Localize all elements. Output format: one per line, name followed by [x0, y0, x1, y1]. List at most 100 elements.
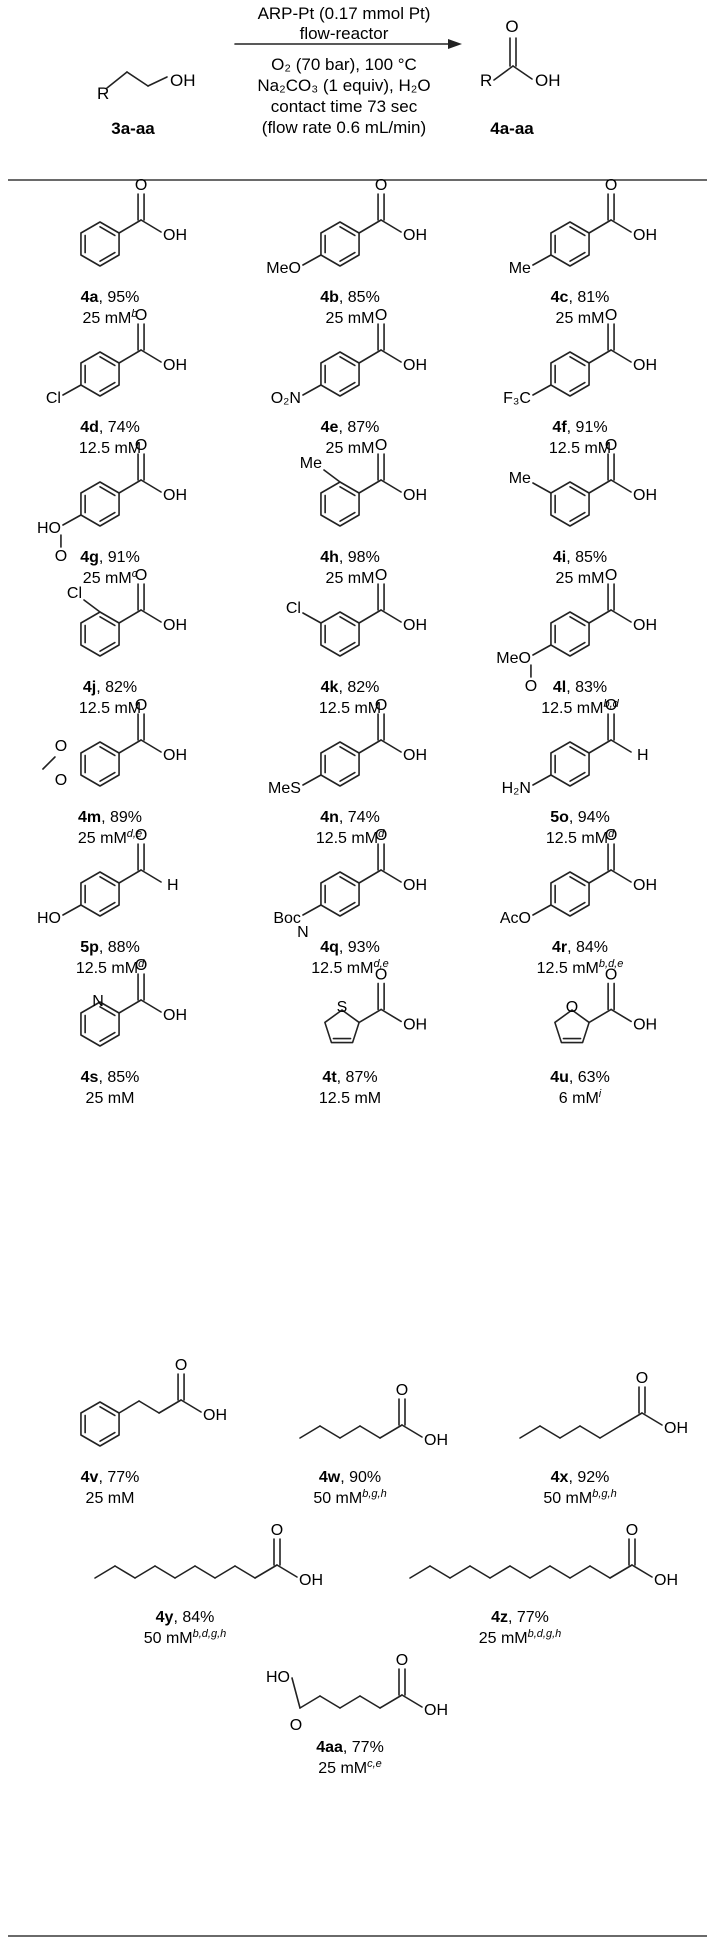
carbonyl-bond	[588, 349, 612, 364]
oxygen-label: O	[605, 827, 617, 844]
substituent-bond	[532, 384, 552, 396]
compound-id: 4b	[320, 289, 339, 306]
benzene-ring	[80, 1401, 120, 1447]
compound-yield: 88%	[108, 939, 140, 956]
hydroxyl-bond	[380, 609, 402, 623]
compound-yield: 85%	[107, 1069, 139, 1086]
oxygen-label: O	[135, 697, 147, 714]
benzene-ring	[80, 741, 120, 787]
hydroxyl-label: HO	[266, 1669, 290, 1686]
compound-yield: 82%	[105, 679, 137, 696]
compound-id: 4k	[321, 679, 339, 696]
hydrogen-label: H	[637, 747, 649, 764]
compound-concentration: 50 mM	[313, 1490, 362, 1507]
chain-bond	[234, 1565, 256, 1579]
substituent-label: F₃C	[503, 390, 531, 407]
compound-yield: 77%	[107, 1469, 139, 1486]
chain-bond	[154, 1565, 176, 1579]
substituent-bond	[62, 514, 82, 526]
chain-bond	[339, 1425, 361, 1439]
hydroxyl-label: OH	[299, 1572, 323, 1589]
hydroxyl-bond	[610, 739, 632, 753]
compound-conditions: 25 mMc	[83, 568, 138, 587]
hydroxyl-bond	[380, 349, 402, 363]
compound-concentration: 25 mM	[83, 570, 132, 587]
product-oh-label: OH	[535, 71, 561, 90]
reactant-bond-3	[147, 76, 168, 87]
substituent-label: Me	[509, 470, 531, 487]
hydroxyl-label: OH	[403, 1016, 427, 1033]
ring-double-bond	[569, 771, 586, 782]
caption-sep: ,	[338, 419, 347, 436]
ring-double-bond	[569, 746, 586, 757]
compound-concentration: 25 mM	[78, 830, 127, 847]
chain-bond	[299, 1425, 321, 1439]
ring-double-bond	[339, 771, 356, 782]
ring-double-bond	[99, 616, 116, 627]
benzene-ring	[80, 221, 120, 267]
hydroxyl-label: OH	[424, 1702, 448, 1719]
condition-line: ARP-Pt (0.17 mmol Pt)	[258, 4, 431, 23]
compound-yield: 77%	[517, 1609, 549, 1626]
carbonyl-bond	[254, 1564, 278, 1579]
carbonyl-bond	[588, 869, 612, 884]
compound-concentration: 25 mM	[556, 570, 605, 587]
substituent-label: MeO	[266, 260, 301, 277]
compound-concentration: 12.5 mM	[79, 440, 141, 457]
compound-caption: 4u, 63%	[550, 1069, 610, 1086]
heteroaromatic-ring	[324, 1009, 360, 1044]
product-r-label: R	[480, 71, 492, 90]
hydroxyl-label: OH	[163, 617, 187, 634]
compound-concentration: 25 mM	[326, 310, 375, 327]
ring-double-bond	[99, 511, 116, 522]
hydroxyl-bond	[180, 1399, 202, 1413]
compound-conditions: 25 mMb	[82, 308, 137, 327]
footnote-marker: d	[378, 828, 385, 840]
oxygen-label: O	[375, 966, 387, 983]
hydroxyl-label: OH	[633, 227, 657, 244]
ring-double-bond	[569, 876, 586, 887]
substituent-label: Me	[509, 260, 531, 277]
ring-double-bond	[99, 356, 116, 367]
ring-double-bond	[339, 641, 356, 652]
hydroxyl-label: OH	[163, 357, 187, 374]
carbonyl-bond	[118, 869, 142, 884]
caption-sep: ,	[569, 809, 578, 826]
compound-id: 4j	[83, 679, 96, 696]
compound-conditions: 25 mM	[556, 570, 605, 587]
carbonyl-bond	[358, 219, 382, 234]
chain-bond	[319, 1695, 341, 1709]
reaction-header: R OH 3a-aa O R OH 4a-aa ARP-Pt (0.17 mmo…	[97, 4, 561, 138]
compound-caption: 4i, 85%	[553, 549, 607, 566]
caption-sep: ,	[566, 679, 575, 696]
compound-yield: 91%	[108, 549, 140, 566]
benzene-ring	[320, 611, 360, 657]
hydroxyl-bond	[641, 1412, 663, 1426]
compound-yield: 83%	[575, 679, 607, 696]
chain-bond	[299, 1695, 321, 1709]
oxygen-label: O	[375, 177, 387, 194]
hydroxyl-bond	[610, 869, 632, 883]
carbonyl-bond	[118, 479, 142, 494]
compound-concentration: 25 mM	[326, 570, 375, 587]
footnote-marker: d,e	[373, 958, 388, 970]
compound-conditions: 12.5 mM	[79, 440, 141, 457]
substituent-label: HO	[37, 520, 61, 537]
chain-bond	[589, 1565, 611, 1579]
ring-heteroatom: S	[337, 999, 348, 1016]
substituent-bond	[62, 384, 82, 396]
compound-caption: 4h, 98%	[320, 549, 380, 566]
chain-bond	[359, 1695, 381, 1709]
caption-sep: ,	[337, 1069, 346, 1086]
hydroxyl-label: OH	[163, 1007, 187, 1024]
compound-caption: 4z, 77%	[491, 1609, 549, 1626]
hydroxyl-label: OH	[664, 1420, 688, 1437]
hydroxyl-label: OH	[633, 617, 657, 634]
ring-double-bond	[99, 381, 116, 392]
ring-double-bond	[569, 511, 586, 522]
